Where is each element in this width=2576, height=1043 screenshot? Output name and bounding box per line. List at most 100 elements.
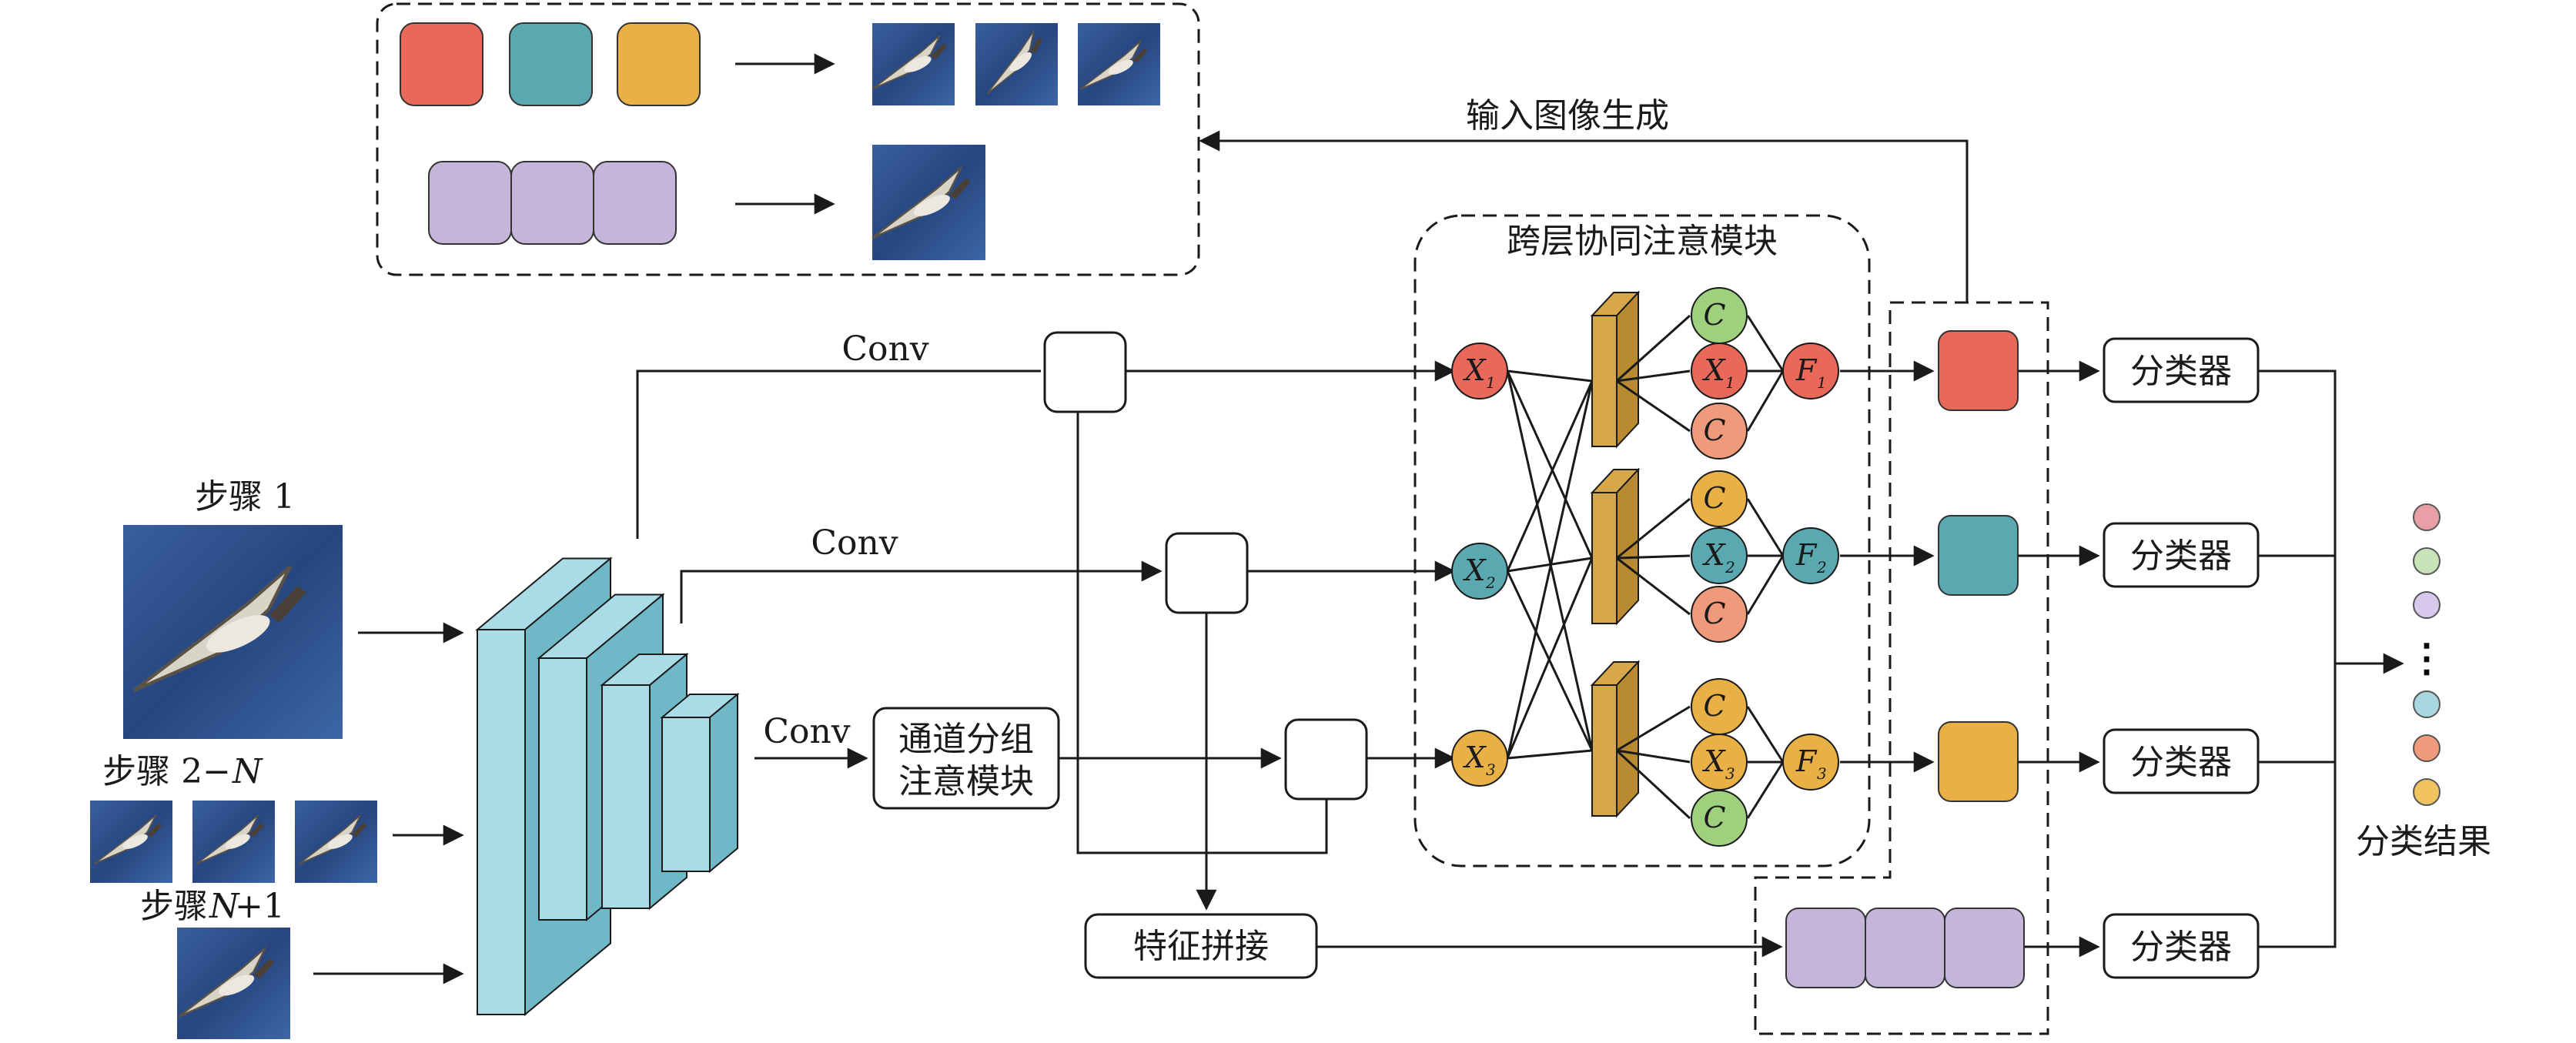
bar-to-node-3-3: [1615, 749, 1691, 820]
backbone-block-front-2: [538, 657, 587, 921]
conv-line-1: [636, 369, 1041, 539]
legend-crop-image-3: [1078, 23, 1160, 105]
fusion-box-3: [1284, 718, 1368, 801]
legend-row1: [400, 23, 1160, 105]
cross-link-1-1: [1507, 369, 1593, 383]
fusion-box-1: [1043, 331, 1127, 413]
branch1-c-node-3: C: [1691, 403, 1748, 460]
output-feature-square-3: [1938, 721, 2019, 802]
node-to-f-1-1: [1746, 315, 1785, 372]
legend-box: [376, 2, 1200, 276]
branch1-x-node-subscript: 1: [1725, 373, 1735, 392]
bar-to-node-1-3: [1616, 379, 1691, 433]
backbone-block-front-1: [477, 629, 526, 1015]
branch1-c-node-1: C: [1691, 287, 1748, 344]
concat-feature-purple-2: [1865, 908, 1945, 988]
legend-swatch-red: [400, 22, 483, 106]
cross-layer-module-title: 跨层协同注意模块: [1507, 222, 1778, 261]
classifier-label-1: 分类器: [2130, 352, 2232, 391]
x3-node-subscript: 3: [1486, 761, 1496, 779]
legend-crop-image-2: [975, 23, 1058, 105]
node-to-f-3-1: [1746, 706, 1785, 763]
cross-layer-module-box: [1413, 214, 1871, 867]
result-vdots: ⋮: [2407, 635, 2446, 680]
bar-to-node-1-1: [1615, 314, 1691, 383]
step3-label-var: N: [209, 887, 240, 926]
f2-node-subscript: 2: [1816, 558, 1827, 577]
step1-label: 步骤 1: [195, 477, 295, 516]
f3-node-circle: [1782, 734, 1839, 791]
classifier-to-result-2: [2258, 554, 2337, 664]
output-features-dashed-region: [1754, 301, 2049, 1035]
branch2-c-node-3: C: [1691, 586, 1748, 643]
backbone-network: [475, 557, 740, 1017]
bar-to-node-3-2: [1616, 749, 1691, 764]
attention-bar-side-1: [1616, 290, 1639, 449]
branch2-c-node-3-circle: [1691, 586, 1748, 643]
step3-image: [177, 928, 290, 1039]
branch1-x-node-circle: [1691, 343, 1748, 399]
f1-node-subscript: 1: [1817, 373, 1827, 392]
branch3-c-node-1: C: [1691, 678, 1748, 735]
x1-node-letter: X: [1462, 353, 1487, 387]
cross-link-1-3: [1506, 370, 1594, 751]
concat-feature-purple-1: [1785, 908, 1866, 988]
f1-node-circle: [1782, 343, 1839, 399]
backbone-block-front-4: [661, 717, 711, 872]
branch2-c-node-1-letter: C: [1703, 481, 1725, 515]
bar-to-node-2-3: [1616, 557, 1691, 616]
conv-label-1: Conv: [841, 329, 928, 369]
branch2-c-node-3-letter: C: [1703, 597, 1725, 630]
branch1-c-node-3-letter: C: [1703, 413, 1725, 447]
step2-label-var: N: [232, 752, 263, 791]
x2-node-circle: [1451, 543, 1508, 600]
branch2-x-node-letter: X: [1701, 538, 1726, 572]
concat-line-a: [1076, 412, 1328, 854]
result-label: 分类结果: [2356, 822, 2491, 861]
node-to-f-3-3: [1746, 761, 1785, 819]
step2-crop-1: [90, 801, 172, 883]
backbone-block-front-3: [601, 684, 651, 909]
branch3-x-node-subscript: 3: [1725, 764, 1735, 783]
step2-crop-2: [192, 801, 275, 883]
branch3-c-node-3: C: [1691, 790, 1748, 847]
classifier-to-result-3: [2258, 664, 2337, 764]
legend-crop-image-1: [872, 23, 955, 105]
branch2-c-node-1-circle: [1691, 470, 1748, 527]
conv-line-2: [680, 560, 1163, 623]
classifier-to-result-1: [2258, 369, 2337, 664]
step2-crop-3: [295, 801, 377, 883]
f2-node-letter: F: [1795, 538, 1818, 572]
node-to-f-2-3: [1746, 555, 1785, 615]
branch1-c-node-1-letter: C: [1703, 298, 1725, 332]
bar-to-node-2-1: [1616, 497, 1691, 560]
f1-node-letter: F: [1795, 353, 1818, 387]
classifier-label-2: 分类器: [2130, 537, 2232, 576]
f2-node-circle: [1782, 527, 1839, 584]
cross-link-2-1: [1506, 380, 1594, 572]
legend-swatch-teal: [509, 22, 593, 106]
legend-swatch-orange: [617, 22, 701, 106]
result-circle-4: [2413, 690, 2441, 718]
branch1-c-node-3-circle: [1691, 403, 1748, 460]
branch2-x-node-subscript: 2: [1725, 558, 1735, 577]
feature-concat-label: 特征拼接: [1133, 927, 1269, 966]
output-feature-square-2: [1938, 515, 2019, 596]
branch2-c-node-1: C: [1691, 470, 1748, 527]
legend-row2: [428, 145, 985, 260]
branch3-c-node-3-letter: C: [1703, 801, 1725, 834]
input-image-generation-label: 输入图像生成: [1466, 96, 1669, 135]
classifier-to-result-4: [2258, 664, 2337, 948]
x2-node-letter: X: [1462, 553, 1487, 587]
legend-swatch-purple-2: [510, 161, 594, 245]
branch3-c-node-3-circle: [1691, 790, 1748, 847]
